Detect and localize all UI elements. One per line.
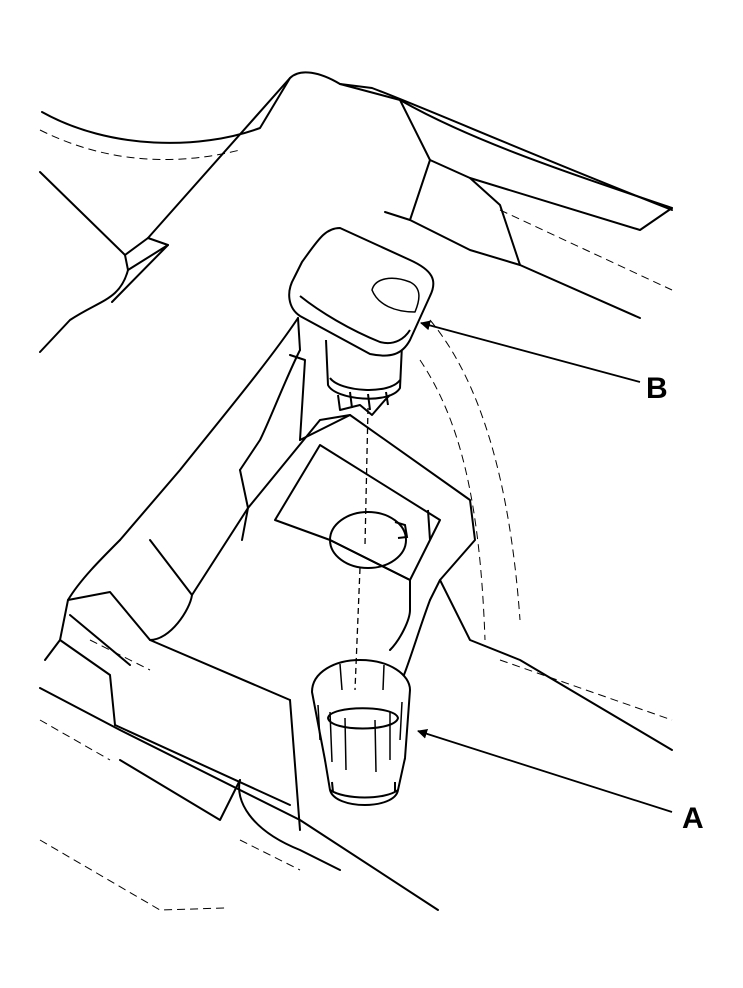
alignment-centerline: [354, 407, 369, 691]
leader-a-arrow: [417, 728, 673, 813]
plug-cap-b: [288, 227, 435, 416]
callout-a-label: A: [682, 802, 704, 835]
socket-hole: [329, 509, 431, 569]
console-body: [39, 71, 673, 911]
leader-b-arrow: [420, 320, 641, 383]
leader-lines: [417, 320, 673, 813]
socket-sleeve-a: [311, 659, 411, 806]
callout-b-label: B: [646, 372, 668, 405]
console-hidden-edges: [39, 129, 673, 911]
